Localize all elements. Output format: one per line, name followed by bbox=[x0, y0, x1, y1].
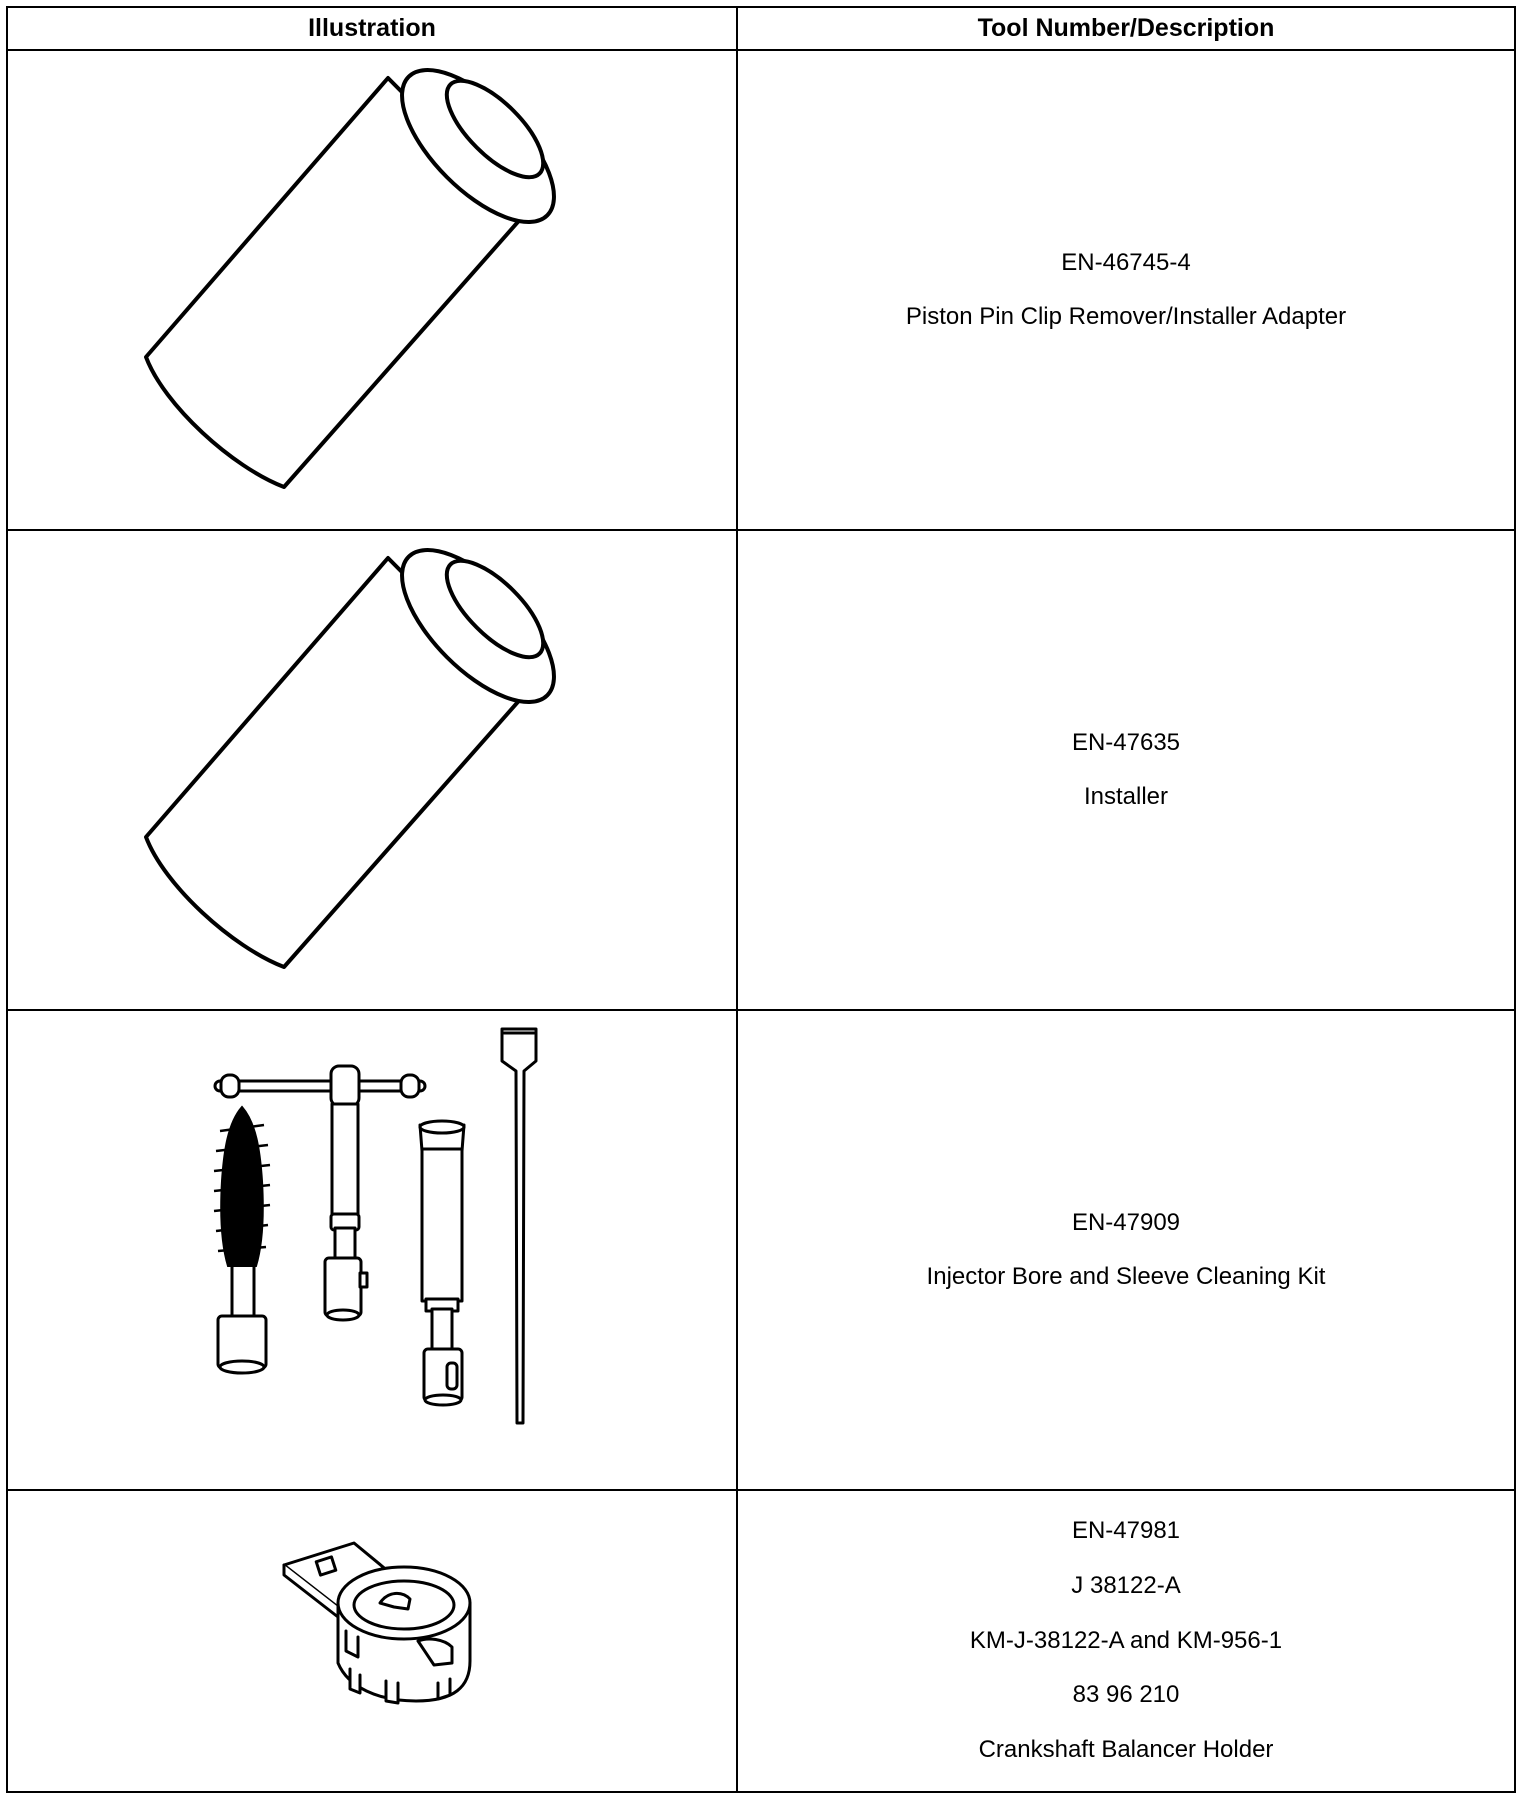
illustration-cell bbox=[6, 1489, 738, 1793]
tool-number-alt: J 38122-A bbox=[1071, 1571, 1181, 1599]
table-row: EN-47981 J 38122-A KM-J-38122-A and KM-9… bbox=[6, 1489, 1516, 1793]
tool-description: Injector Bore and Sleeve Cleaning Kit bbox=[926, 1262, 1326, 1290]
tool-description-cell: EN-47635 Installer bbox=[736, 529, 1516, 1011]
tool-description-cell: EN-47981 J 38122-A KM-J-38122-A and KM-9… bbox=[736, 1489, 1516, 1793]
cylinder-adapter-icon bbox=[144, 68, 556, 489]
illustration-cell bbox=[6, 49, 738, 531]
tool-number: EN-47909 bbox=[1071, 1208, 1181, 1236]
tool-description-header: Tool Number/Description bbox=[736, 6, 1516, 51]
cleaning-kit-icon bbox=[213, 1027, 538, 1425]
table-row: EN-47909 Injector Bore and Sleeve Cleani… bbox=[6, 1009, 1516, 1491]
illustration-cell bbox=[6, 529, 738, 1011]
table-row: EN-47635 Installer bbox=[6, 529, 1516, 1011]
tool-description-cell: EN-47909 Injector Bore and Sleeve Cleani… bbox=[736, 1009, 1516, 1491]
tool-description: Installer bbox=[1083, 782, 1169, 810]
tool-table: Illustration Tool Number/Description EN-… bbox=[6, 6, 1516, 1793]
illustration-cell bbox=[6, 1009, 738, 1491]
tool-description: Crankshaft Balancer Holder bbox=[978, 1736, 1274, 1764]
tool-number-alt: 83 96 210 bbox=[1072, 1681, 1180, 1709]
tool-description-cell: EN-46745-4 Piston Pin Clip Remover/Insta… bbox=[736, 49, 1516, 531]
tool-number: EN-46745-4 bbox=[1061, 248, 1191, 276]
table-row: EN-46745-4 Piston Pin Clip Remover/Insta… bbox=[6, 49, 1516, 531]
tool-number-alt: KM-J-38122-A and KM-956-1 bbox=[969, 1626, 1283, 1654]
illustration-header: Illustration bbox=[6, 6, 738, 51]
balancer-holder-icon bbox=[282, 1541, 472, 1705]
tool-number: EN-47981 bbox=[1071, 1517, 1181, 1544]
header-row: Illustration Tool Number/Description bbox=[6, 6, 1516, 51]
cylinder-installer-icon bbox=[144, 548, 556, 969]
tool-number: EN-47635 bbox=[1071, 728, 1181, 756]
tool-description: Piston Pin Clip Remover/Installer Adapte… bbox=[905, 302, 1347, 330]
